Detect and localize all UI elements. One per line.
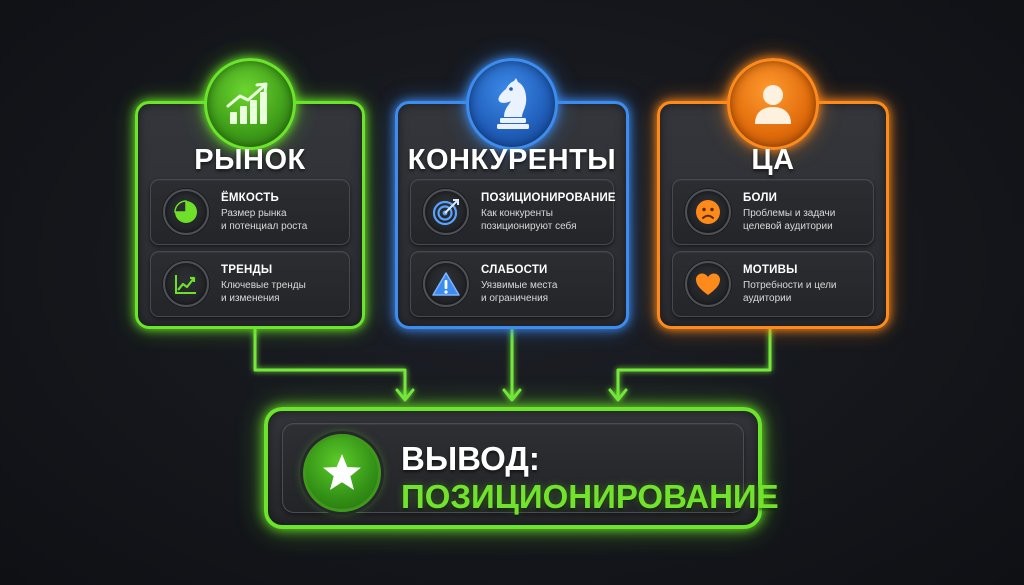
audience-arrowhead — [608, 388, 628, 402]
star-icon — [303, 434, 381, 512]
result-card: ВЫВОД: ПОЗИЦИОНИРОВАНИЕ — [282, 423, 779, 515]
market-item-capacity-title: ЁМКОСТЬ — [221, 192, 279, 205]
market-connector-line — [253, 328, 407, 400]
market-item-capacity-desc: Размер рынка и потенциал роста — [221, 208, 308, 232]
audience-title: ЦА — [751, 144, 795, 176]
competitors-item-weaknesses: СЛАБОСТИ Уязвимые места и ограничения — [410, 251, 614, 317]
market-arrowhead — [395, 388, 415, 402]
audience-item-motives-desc: Потребности и цели аудитории — [743, 280, 837, 304]
competitors-item-weaknesses-title: СЛАБОСТИ — [481, 264, 548, 277]
market-item-trends-desc: Ключевые тренды и изменения — [221, 280, 306, 304]
competitors-item-positioning-title: ПОЗИЦИОНИРОВАНИЕ — [481, 192, 616, 205]
result-panel: ВЫВОД: ПОЗИЦИОНИРОВАНИЕ — [264, 407, 779, 529]
competitors-panel: КОНКУРЕНТЫ ПОЗИЦИОНИРОВАНИЕ Как конкурен… — [395, 58, 629, 329]
trend-line-icon — [163, 261, 209, 307]
warning-icon — [423, 261, 469, 307]
audience-item-motives: МОТИВЫ Потребности и цели аудитории — [672, 251, 874, 317]
audience-connector-line — [616, 328, 772, 400]
person-icon — [727, 58, 819, 150]
competitors-title: КОНКУРЕНТЫ — [407, 144, 617, 176]
competitors-item-weaknesses-desc: Уязвимые места и ограничения — [481, 280, 558, 304]
growth-bar-chart-icon — [204, 58, 296, 150]
audience-item-motives-title: МОТИВЫ — [743, 264, 798, 277]
audience-item-pains-title: БОЛИ — [743, 192, 778, 205]
market-title: РЫНОК — [194, 144, 306, 176]
result-label: ВЫВОД: — [401, 440, 540, 477]
audience-panel: ЦА БОЛИ Проблемы и задачи целевой аудито… — [657, 58, 889, 329]
audience-item-pains-desc: Проблемы и задачи целевой аудитории — [743, 208, 836, 232]
heart-icon — [685, 261, 731, 307]
competitors-item-positioning: ПОЗИЦИОНИРОВАНИЕ Как конкуренты позицион… — [410, 179, 616, 245]
result-value: ПОЗИЦИОНИРОВАНИЕ — [401, 478, 779, 515]
market-panel: РЫНОК ЁМКОСТЬ Размер рынка и потенциал р… — [135, 58, 365, 329]
market-item-capacity: ЁМКОСТЬ Размер рынка и потенциал роста — [150, 179, 350, 245]
market-item-trends-title: ТРЕНДЫ — [221, 264, 273, 277]
competitors-arrowhead — [502, 388, 522, 402]
sad-face-icon — [685, 189, 731, 235]
pie-chart-icon — [163, 189, 209, 235]
competitors-item-positioning-desc: Как конкуренты позиционируют себя — [481, 208, 577, 232]
chess-knight-icon — [466, 58, 558, 150]
target-icon — [423, 189, 469, 235]
market-item-trends: ТРЕНДЫ Ключевые тренды и изменения — [150, 251, 350, 317]
audience-item-pains: БОЛИ Проблемы и задачи целевой аудитории — [672, 179, 874, 245]
